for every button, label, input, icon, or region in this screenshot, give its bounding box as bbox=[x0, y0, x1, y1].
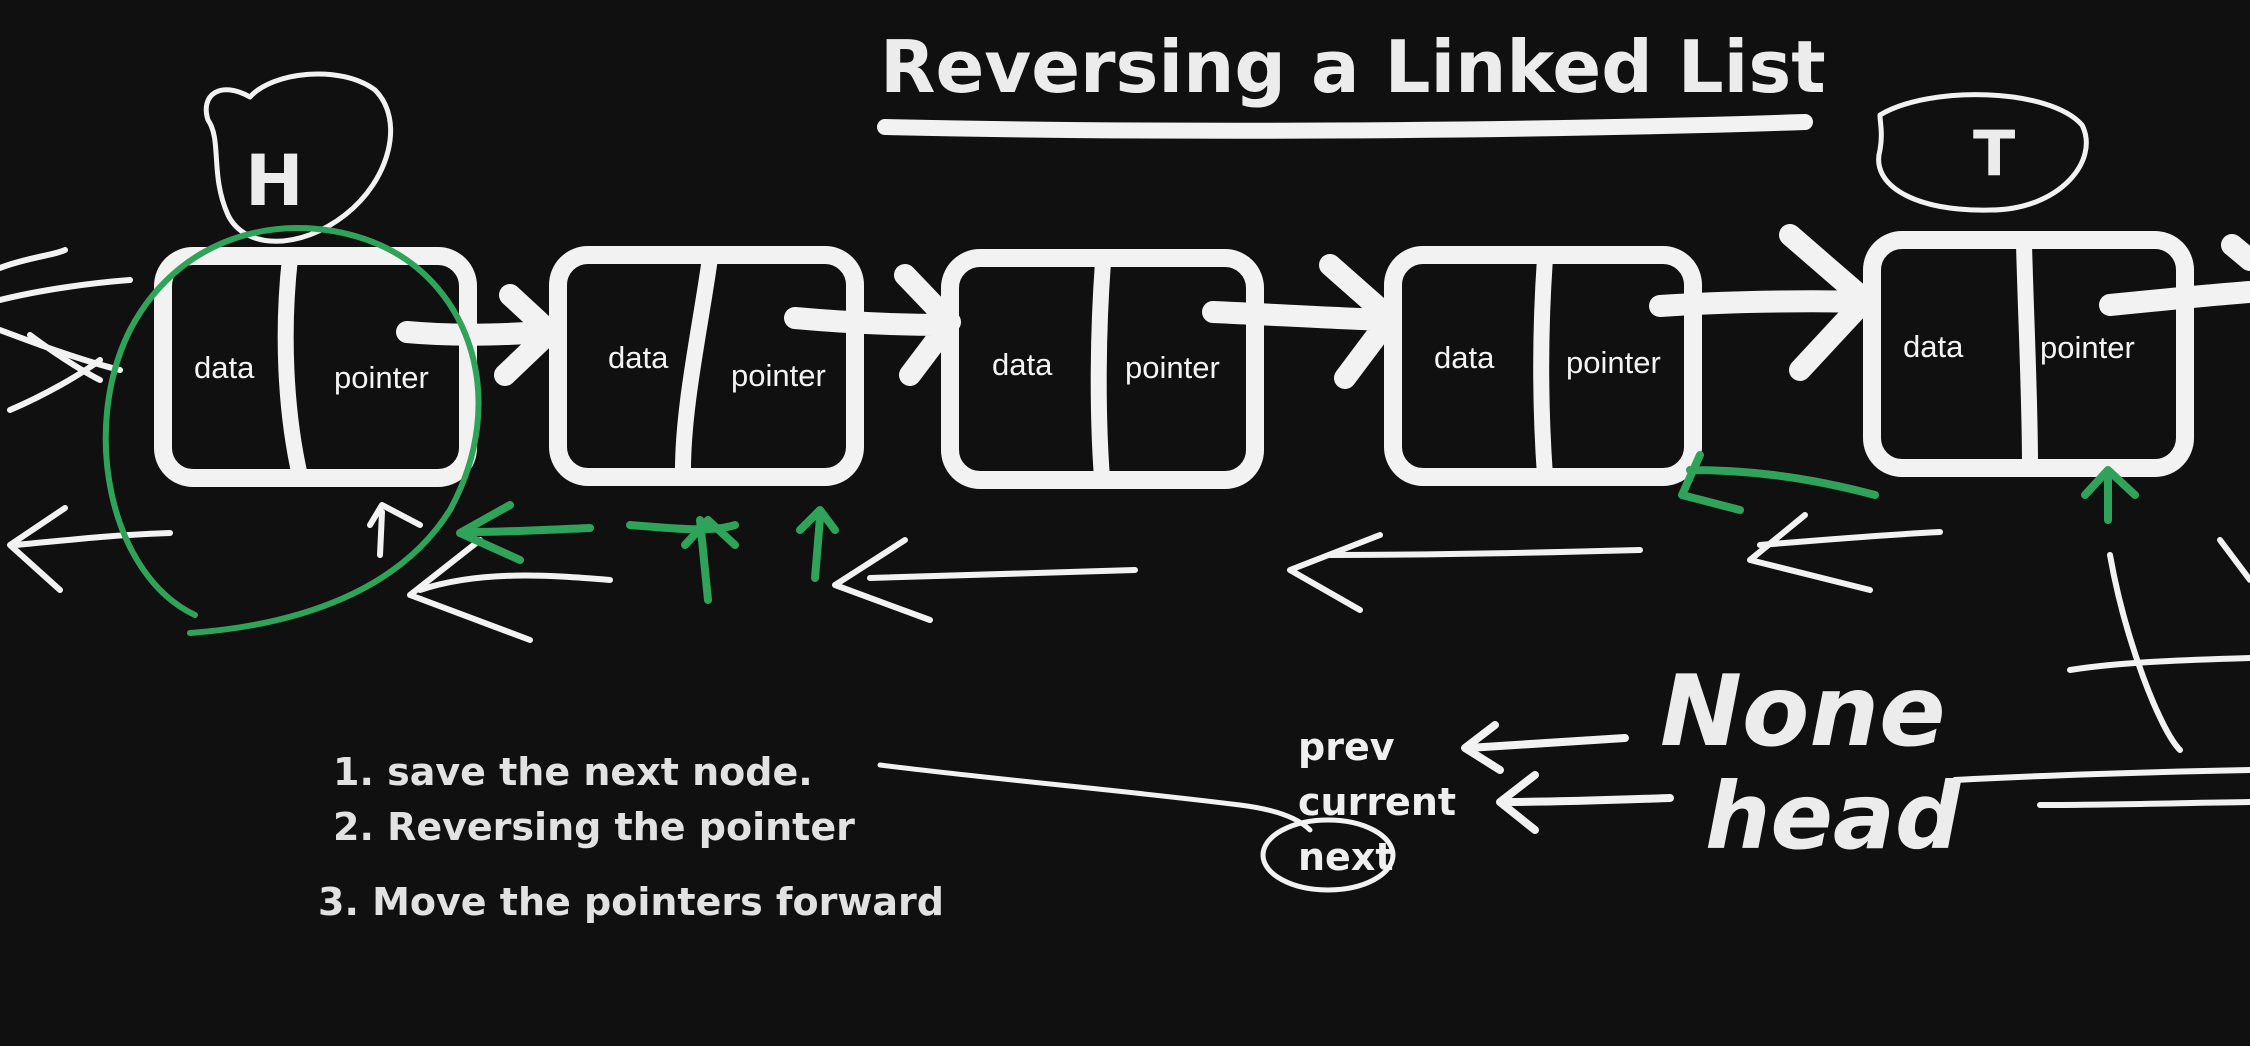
step-3: 3. Move the pointers forward bbox=[318, 880, 944, 924]
list-node-5: data pointer bbox=[1863, 231, 2194, 477]
node-2-data-label: data bbox=[608, 340, 669, 375]
forward-arrow-5 bbox=[2099, 234, 2250, 316]
variable-next: next bbox=[1298, 835, 1394, 879]
list-node-2: data pointer bbox=[549, 246, 864, 486]
head-circle bbox=[203, 71, 393, 244]
node-5-pointer-label: pointer bbox=[2040, 330, 2135, 365]
diagram-title: Reversing a Linked List bbox=[880, 25, 1826, 109]
variable-current: current bbox=[1298, 780, 1456, 824]
next-circle bbox=[1260, 817, 1396, 893]
node-1-data-label: data bbox=[194, 350, 255, 385]
value-none: None bbox=[1660, 655, 1946, 769]
tail-circle bbox=[1876, 92, 2089, 213]
node-1-pointer-label: pointer bbox=[334, 360, 429, 395]
title-underline bbox=[877, 114, 1813, 139]
node-3-data-label: data bbox=[992, 347, 1053, 382]
current-arrow bbox=[1496, 771, 1674, 834]
value-head: head bbox=[1705, 763, 1962, 870]
list-node-1: data pointer bbox=[154, 247, 477, 487]
left-edge-scribble bbox=[0, 247, 133, 413]
list-node-4: data pointer bbox=[1384, 246, 1702, 486]
step-2: 2. Reversing the pointer bbox=[333, 805, 855, 849]
connector-line bbox=[877, 762, 1313, 833]
right-edge-scribble bbox=[1952, 537, 2250, 808]
list-node-3: data pointer bbox=[941, 249, 1264, 489]
forward-arrow-3 bbox=[1202, 254, 1401, 389]
node-4-pointer-label: pointer bbox=[1566, 345, 1661, 380]
node-2-pointer-label: pointer bbox=[731, 358, 826, 393]
reverse-arrows bbox=[7, 505, 1943, 643]
node-4-data-label: data bbox=[1434, 340, 1495, 375]
tail-label: T bbox=[1973, 117, 2015, 190]
prev-arrow bbox=[1461, 721, 1629, 774]
step-1: 1. save the next node. bbox=[333, 750, 813, 794]
green-annotations bbox=[102, 225, 2139, 636]
head-label: H bbox=[245, 140, 304, 222]
node-3-pointer-label: pointer bbox=[1125, 350, 1220, 385]
node-5-data-label: data bbox=[1903, 329, 1964, 364]
variable-prev: prev bbox=[1298, 725, 1395, 769]
